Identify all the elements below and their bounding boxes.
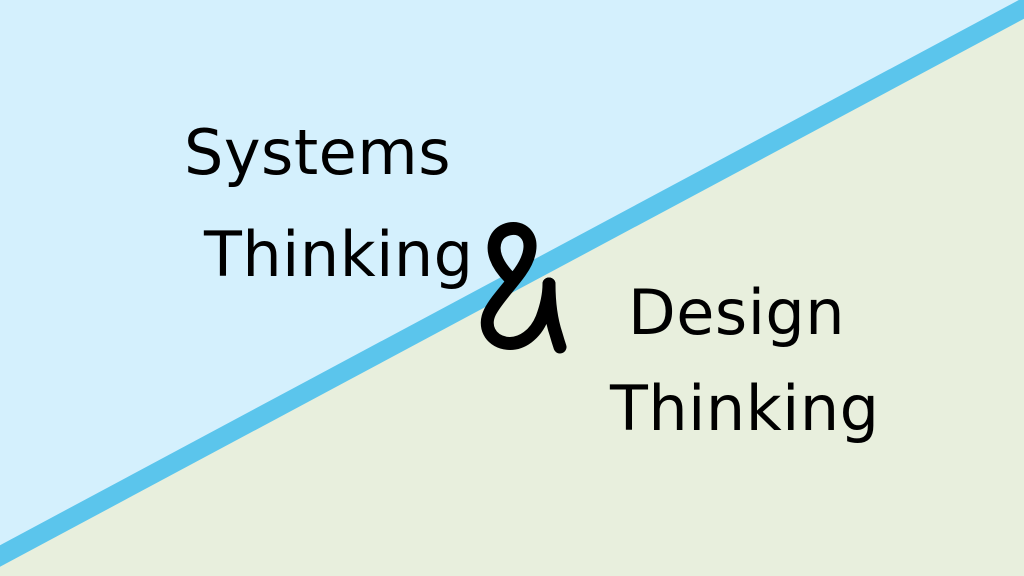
ampersand-icon [480,222,567,354]
right-heading-line-1: Design [628,276,846,349]
ampersand-symbol [470,212,567,354]
right-heading-line-2: Thinking [610,372,880,445]
left-heading-line-2: Thinking [204,218,474,291]
left-heading-line-1: Systems [184,116,451,189]
